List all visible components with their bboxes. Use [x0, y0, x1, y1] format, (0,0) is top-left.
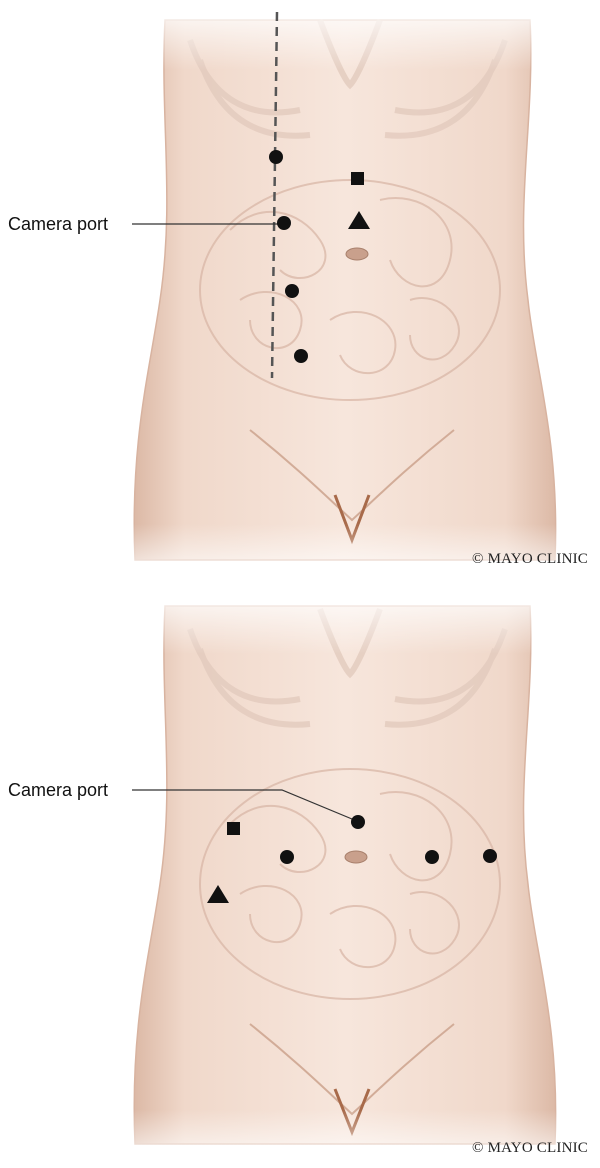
- camera-port-marker: [277, 216, 291, 230]
- camera-port-label: Camera port: [8, 781, 108, 799]
- port-circle-marker: [425, 850, 439, 864]
- port-circle-marker: [294, 349, 308, 363]
- port-square-marker: [227, 822, 240, 835]
- port-circle-marker: [269, 150, 283, 164]
- diagram-panel-top: Camera port © MAYO CLINIC: [0, 0, 600, 582]
- copyright-text: © MAYO CLINIC: [472, 1140, 588, 1157]
- camera-port-marker: [351, 815, 365, 829]
- port-circle-marker: [285, 284, 299, 298]
- port-circle-marker: [280, 850, 294, 864]
- port-square-marker: [351, 172, 364, 185]
- abdomen-illustration: [0, 584, 600, 1168]
- diagram-panel-bottom: Camera port © MAYO CLINIC: [0, 584, 600, 1168]
- abdomen-illustration: [0, 0, 600, 582]
- copyright-text: © MAYO CLINIC: [472, 551, 588, 568]
- port-circle-marker: [483, 849, 497, 863]
- camera-port-label: Camera port: [8, 215, 108, 233]
